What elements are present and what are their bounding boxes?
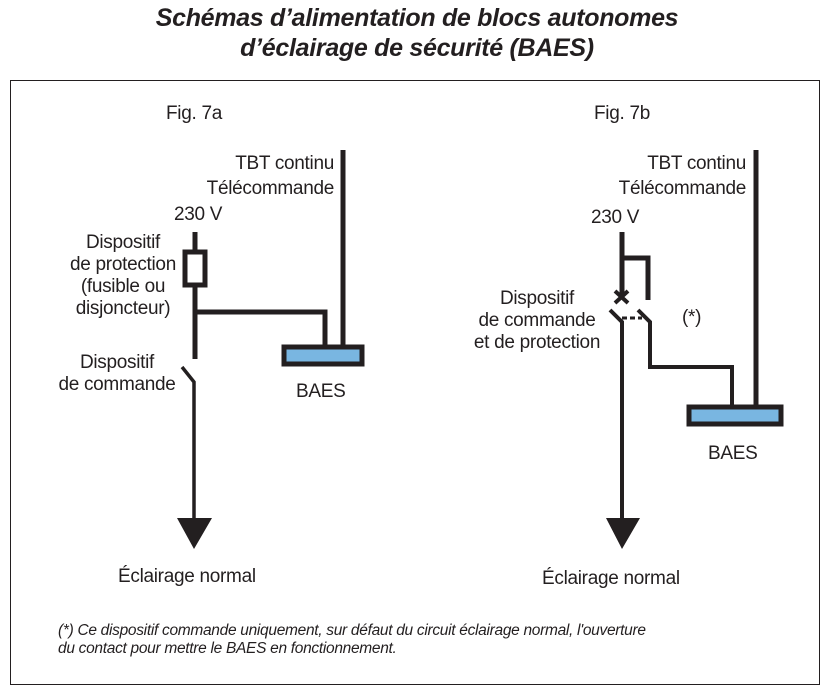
fig-b-device-line-2: de commande [478, 310, 596, 331]
fig-a-protection-line-4: disjoncteur) [75, 298, 171, 319]
fig-b-tbt-line2: Télécommande [618, 178, 747, 199]
fig-a-fuse [182, 249, 208, 288]
title-line-2: d’éclairage de sécurité (BAES) [240, 34, 594, 62]
fig-b-arrow-icon [606, 518, 640, 549]
fig-b-device-line-3: et de protection [473, 332, 601, 353]
fig-b-switch-right [636, 308, 734, 405]
fig-b-output-label: Éclairage normal [542, 568, 680, 589]
footnote-line-1: (*) Ce dispositif commande uniquement, s… [58, 622, 646, 639]
fig-a-command-line-1: Dispositif [79, 352, 155, 373]
fig-a-protection-line-2: de protection [70, 254, 176, 275]
fig-a-command-label: Dispositif de commande [52, 352, 182, 396]
fig-b-branch-wire [622, 255, 651, 300]
fig-a-baes-label: BAES [296, 381, 346, 402]
fig-a-output-label: Éclairage normal [118, 566, 256, 587]
fig-b-label: Fig. 7b [594, 103, 650, 124]
fig-b-asterisk: (*) [682, 307, 702, 328]
fig-a-tbt-line1: TBT continu [235, 153, 334, 174]
fig-a-tbt-line2: Télécommande [206, 178, 335, 199]
fig-a-protection-line-3: (fusible ou [80, 276, 166, 297]
fig-a-command-line-2: de commande [58, 374, 176, 395]
fig-b-tbt-line1: TBT continu [647, 153, 746, 174]
fig-b-switch-left [608, 308, 624, 520]
fig-b-device-label: Dispositif de commande et de protection [462, 288, 612, 354]
footnote-line-2: du contact pour mettre le BAES en foncti… [58, 640, 397, 657]
fig-a-baes-block [281, 344, 365, 367]
fig-a-command-switch [180, 365, 196, 520]
fig-a-voltage: 230 V [174, 204, 223, 225]
diagram-frame [10, 80, 820, 685]
fig-a-baes-feed [195, 309, 328, 347]
fig-b-device-line-1: Dispositif [499, 288, 575, 309]
fig-a-protection-line-1: Dispositif [85, 232, 161, 253]
title-line-1: Schémas d’alimentation de blocs autonome… [155, 4, 679, 32]
fig-b-voltage: 230 V [591, 207, 640, 228]
fig-b-breaker-x2 [613, 289, 630, 305]
fig-a-label: Fig. 7a [166, 103, 222, 124]
fig-a-protection-label: Dispositif de protection (fusible ou dis… [58, 232, 188, 320]
fig-a-arrow-icon [177, 518, 212, 549]
fig-b-baes-block [686, 404, 784, 427]
fig-b-baes-label: BAES [708, 443, 758, 464]
footnote: (*) Ce dispositif commande uniquement, s… [58, 622, 646, 658]
